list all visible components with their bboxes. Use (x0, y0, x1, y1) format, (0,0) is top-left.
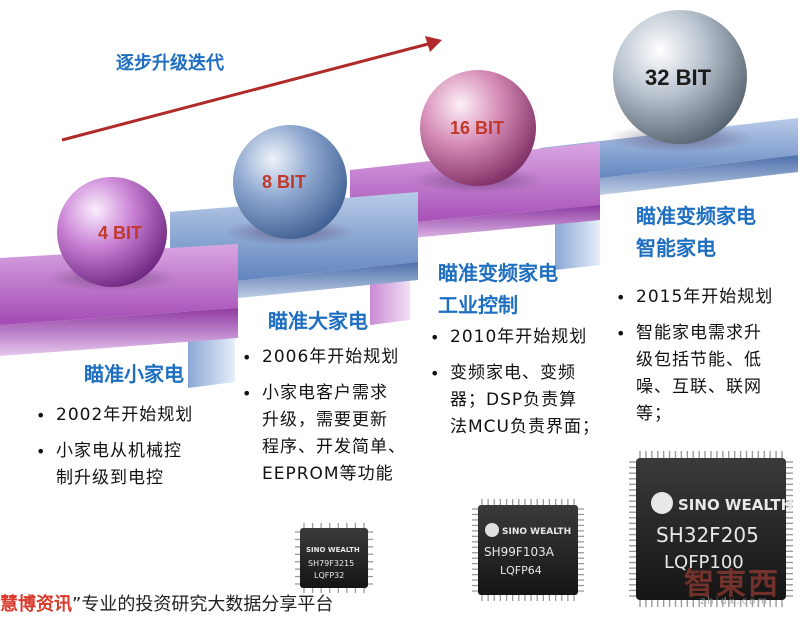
chip-3: SINO WEALTH SH32F205 LQFP100 (629, 451, 793, 607)
step-4-bullet-1: 2015年开始规划 (610, 284, 800, 311)
ball-8-bit (233, 125, 347, 239)
bit-label-2: 8 BIT (262, 172, 306, 192)
step-4-bullets: 2015年开始规划 智能家电需求升 级包括节能、低 噪、互联、联网 等； (610, 284, 800, 437)
step-3-title-line-1: 瞄准变频家电 (438, 261, 558, 285)
watermark-logo: 智東西 (684, 567, 780, 602)
sino-wealth-logo-2 (485, 523, 499, 537)
step-3-bullet-2: 变频家电、变频 器；DSP负责算 法MCU负责界面； (424, 360, 624, 441)
ball-32-bit (613, 10, 747, 144)
footer-source: 慧博资讯”专业的投资研究大数据分享平台 (0, 590, 333, 616)
sino-wealth-logo-3 (651, 492, 673, 514)
chip-1: SINO WEALTH SH79F3215 LQFP32 (295, 523, 373, 593)
watermark-url: zhidx.com (700, 596, 770, 607)
arrow-label: 逐步升级迭代 (116, 53, 224, 74)
step-4-title-line-1: 瞄准变频家电 (636, 204, 756, 228)
chip-2-brand: SINO WEALTH (502, 527, 571, 537)
step-1-bullets: 2002年开始规划 小家电从机械控 制升级到电控 (30, 402, 245, 501)
chip-1-package: LQFP32 (314, 571, 344, 580)
chip-2-package: LQFP64 (500, 564, 542, 577)
step-2-bullet-2: 小家电客户需求 升级，需要更新 程序、开发简单、 EEPROM等功能 (236, 380, 446, 488)
chip-3-package: LQFP100 (664, 552, 744, 573)
step-4-bullet-2: 智能家电需求升 级包括节能、低 噪、互联、联网 等； (610, 320, 800, 428)
chip-2: SINO WEALTH SH99F103A LQFP64 (472, 499, 584, 601)
step-2-bullet-1: 2006年开始规划 (236, 344, 446, 371)
bit-label-1: 4 BIT (98, 223, 142, 243)
step-3-title: 瞄准变频家电 工业控制 (438, 260, 558, 318)
step-3-bullet-1: 2010年开始规划 (424, 324, 624, 351)
footer-brand: 慧博资讯 (0, 594, 72, 615)
step-4-title-line-2: 智能家电 (636, 236, 716, 260)
growth-arrow-line (61, 42, 429, 142)
step-1-title-line-1: 瞄准小家电 (84, 362, 184, 386)
step-2-bullets: 2006年开始规划 小家电客户需求 升级，需要更新 程序、开发简单、 EEPRO… (236, 344, 446, 497)
chip-1-brand: SINO WEALTH (306, 546, 360, 554)
chip-2-model: SH99F103A (484, 545, 555, 559)
ball-16-bit (420, 70, 536, 186)
step-1-bullet-1: 2002年开始规划 (30, 402, 245, 429)
bit-label-4: 32 BIT (645, 65, 712, 90)
step-1-title: 瞄准小家电 (84, 361, 184, 387)
growth-arrow-head (425, 36, 442, 52)
footer-text: ”专业的投资研究大数据分享平台 (72, 594, 334, 615)
ball-4-bit (57, 177, 167, 287)
step-2-title: 瞄准大家电 (268, 308, 368, 334)
step-3-title-line-2: 工业控制 (438, 293, 518, 317)
chip-1-model: SH79F3215 (308, 559, 354, 568)
step-2-title-line-1: 瞄准大家电 (268, 309, 368, 333)
step-4-title: 瞄准变频家电 智能家电 (636, 203, 756, 261)
chip-3-brand: SINO WEALTH (678, 496, 793, 514)
step-3-bullets: 2010年开始规划 变频家电、变频 器；DSP负责算 法MCU负责界面； (424, 324, 624, 450)
bit-label-3: 16 BIT (450, 118, 504, 138)
step-1-bullet-2: 小家电从机械控 制升级到电控 (30, 438, 245, 492)
chip-3-model: SH32F205 (656, 523, 759, 547)
